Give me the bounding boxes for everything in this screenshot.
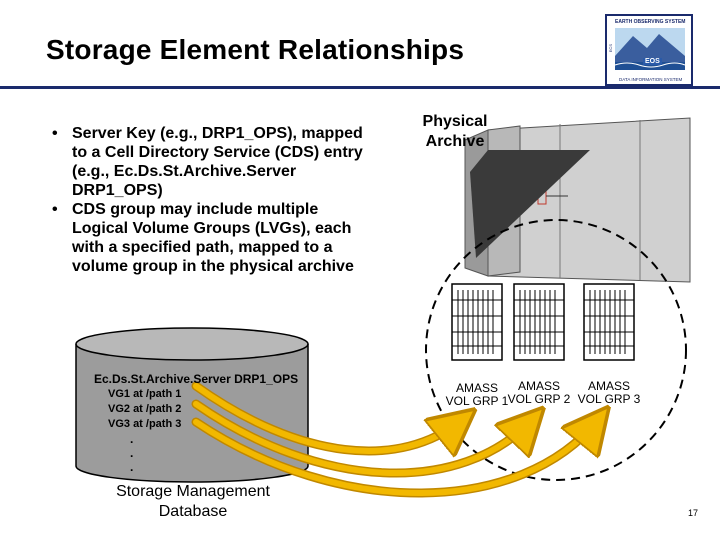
- bullet-item: Server Key (e.g., DRP1_OPS), mapped to a…: [52, 124, 372, 200]
- ellipsis-dot: .: [130, 446, 134, 460]
- logo-badge: EOS: [643, 58, 662, 65]
- logo-bottom-text: DATA INFORMATION SYSTEM: [619, 77, 683, 82]
- volume-group-zoom-circle: [425, 219, 687, 481]
- volume-group-cabinet: [583, 283, 635, 361]
- vg-line: VG2 at /path 2: [108, 403, 182, 415]
- volume-group-cabinet: [451, 283, 503, 361]
- title-rule: [0, 86, 720, 89]
- bullet-list: Server Key (e.g., DRP1_OPS), mapped to a…: [52, 124, 372, 276]
- mapping-arrow: [193, 383, 462, 451]
- page-number: 17: [688, 508, 699, 518]
- slide-title: Storage Element Relationships: [46, 34, 465, 65]
- mapping-arrow: [193, 420, 598, 496]
- ellipsis-dot: .: [130, 432, 134, 446]
- ellipsis-dot: .: [130, 460, 134, 474]
- physical-archive-label: Physical Archive: [422, 113, 488, 150]
- volume-group-label: AMASS VOL GRP 1: [445, 381, 509, 408]
- eos-logo: EARTH OBSERVING SYSTEM EOS ECS DATA INFO…: [605, 14, 693, 86]
- volume-group-cabinet: [513, 283, 565, 361]
- physical-archive-cabinet: [464, 117, 691, 283]
- mapping-arrow: [193, 401, 532, 476]
- bullet-item: CDS group may include multiple Logical V…: [52, 200, 372, 276]
- volume-group-label: AMASS VOL GRP 2: [507, 379, 571, 406]
- logo-top-text: EARTH OBSERVING SYSTEM: [615, 19, 686, 25]
- vg-line: VG1 at /path 1: [108, 388, 182, 400]
- vg-line: VG3 at /path 3: [108, 418, 182, 430]
- volume-group-label: AMASS VOL GRP 3: [577, 379, 641, 406]
- mapping-arrows: [191, 381, 598, 498]
- database-contents: Ec.Ds.St.Archive.Server DRP1_OPS VG1 at …: [94, 372, 298, 474]
- database-caption: Storage Management Database: [116, 483, 270, 520]
- database-cylinder: [75, 327, 309, 483]
- cds-server-entry: Ec.Ds.St.Archive.Server DRP1_OPS: [94, 372, 299, 386]
